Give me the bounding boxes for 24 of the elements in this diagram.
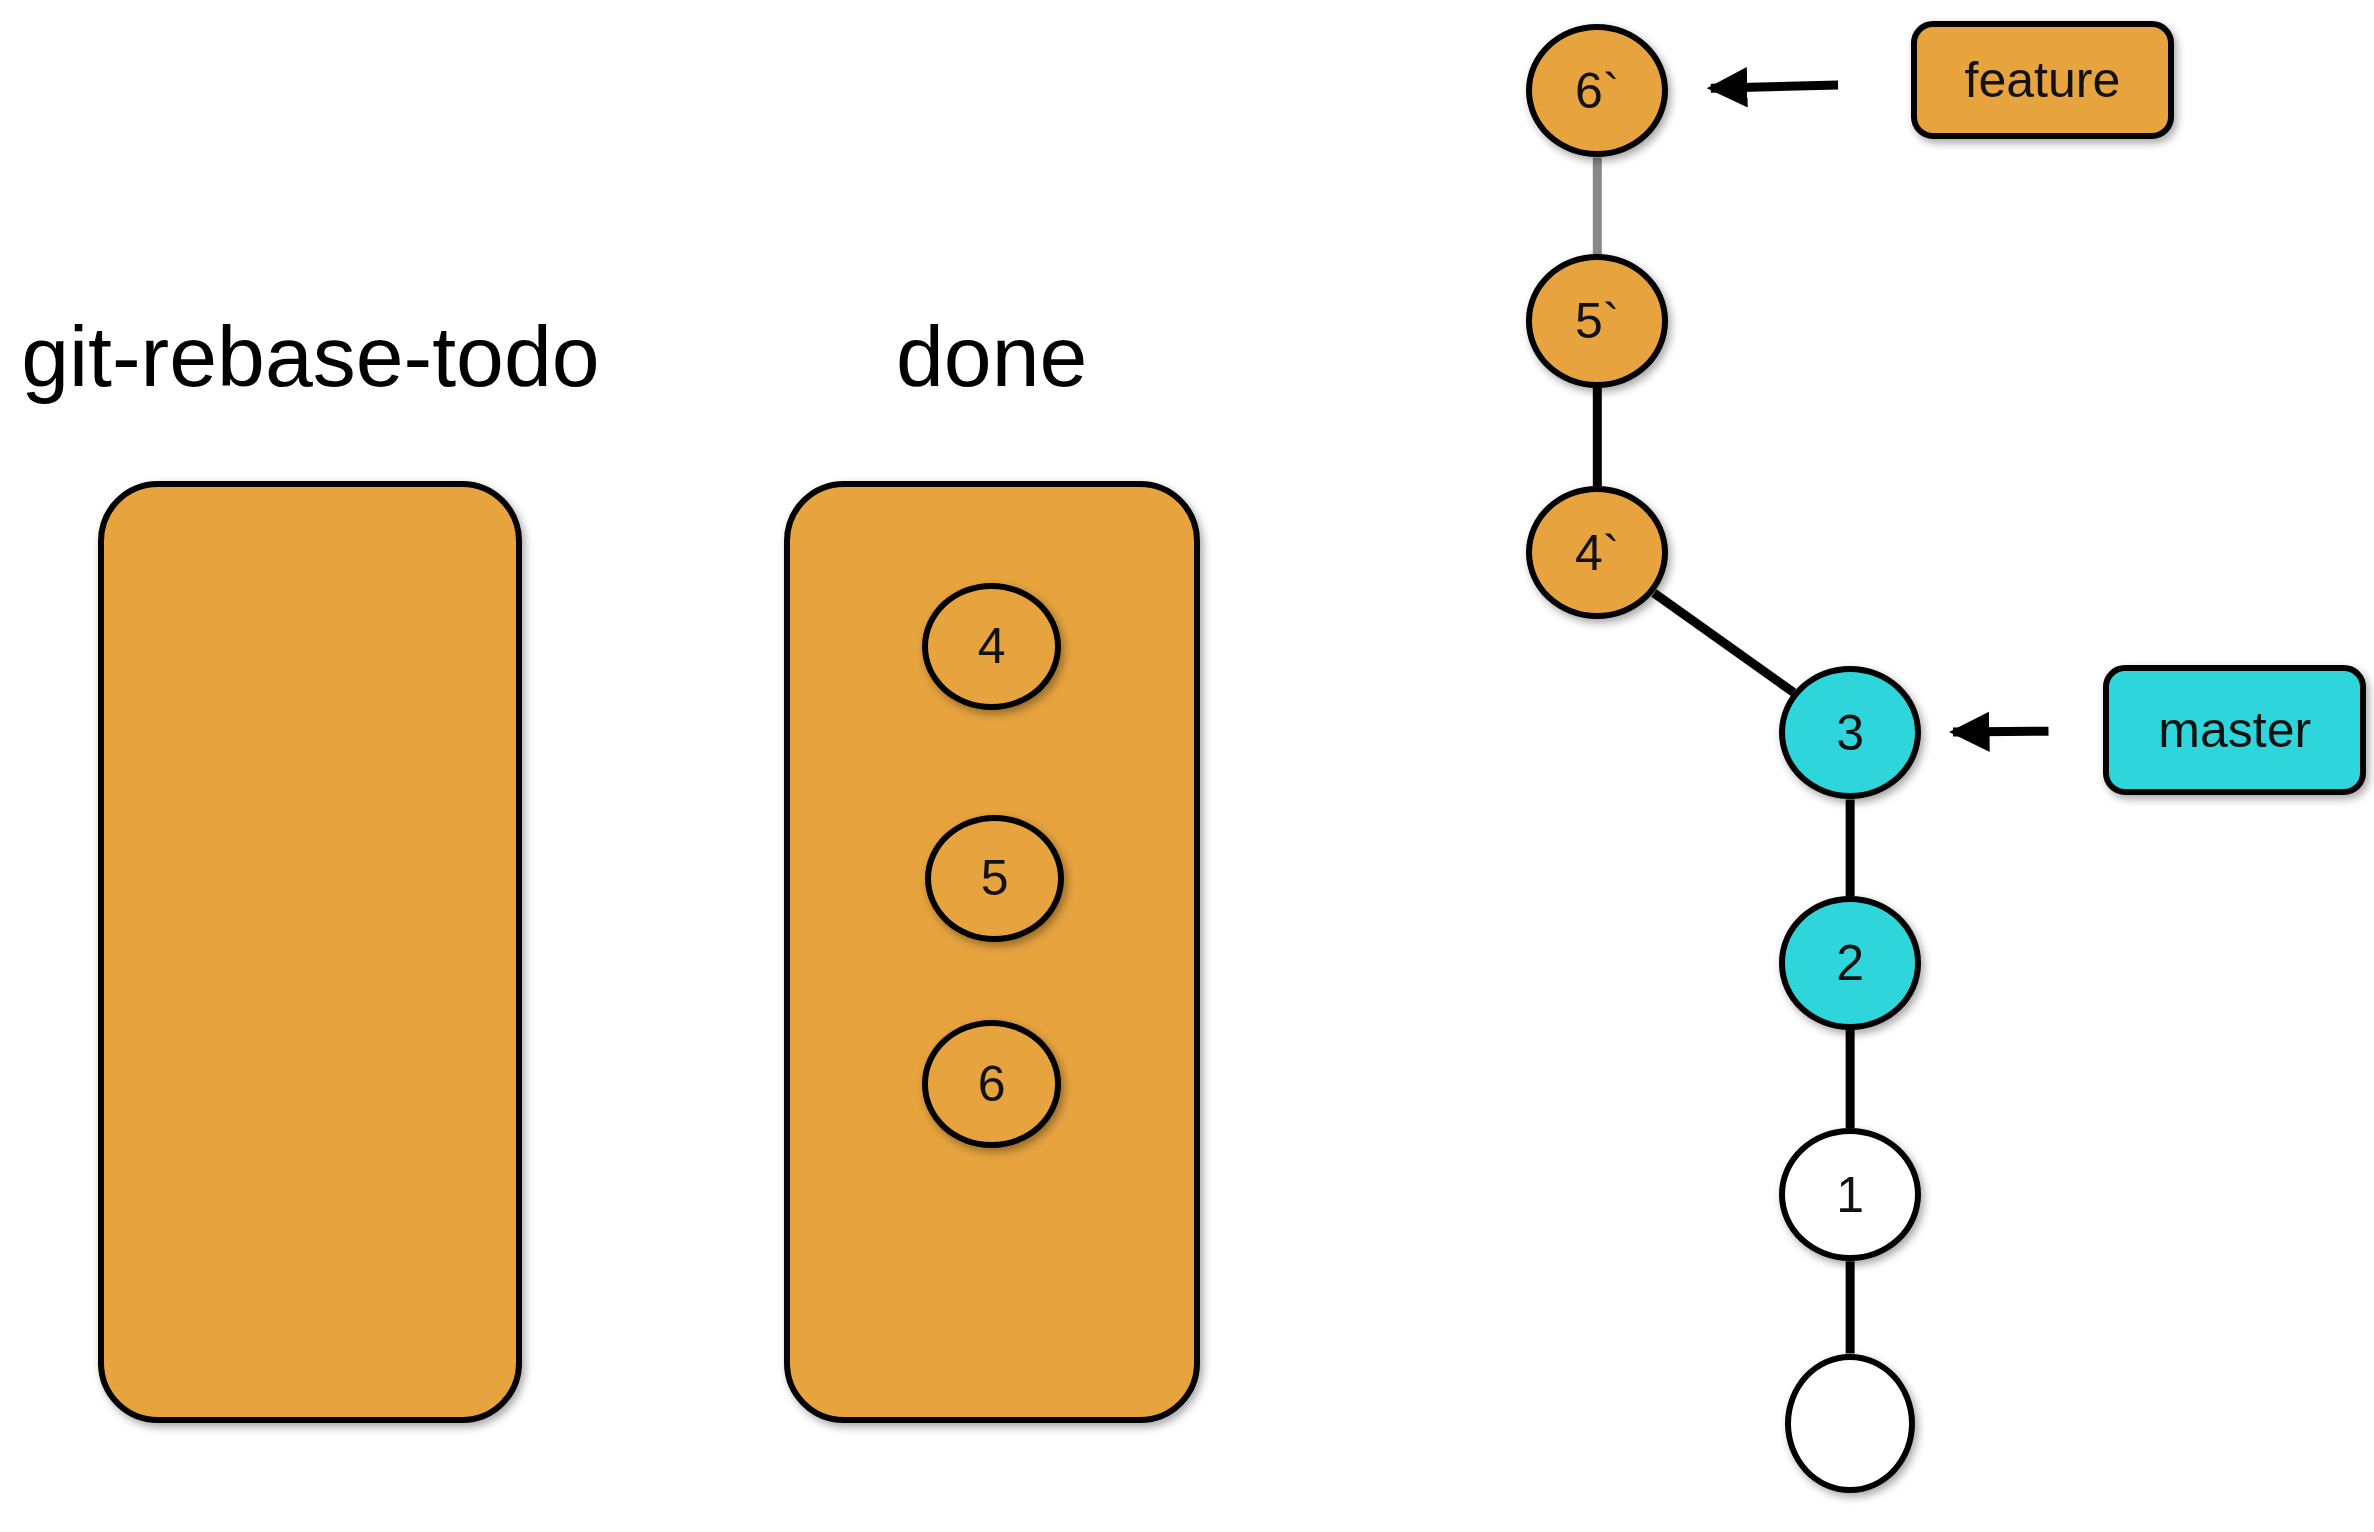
arrow bbox=[1706, 67, 1839, 108]
branch-label bbox=[1910, 21, 2175, 140]
commit-number: 6 bbox=[977, 1055, 1006, 1113]
branch-label bbox=[2103, 664, 2367, 795]
list-heading: git-rebase-todo bbox=[21, 307, 600, 407]
connector-line bbox=[1845, 1029, 1855, 1128]
commit-number: 5` bbox=[1575, 291, 1620, 350]
list-heading: done bbox=[896, 307, 1088, 407]
connector-line bbox=[1845, 799, 1855, 897]
commit-circle bbox=[1779, 666, 1922, 800]
commit-number: 4 bbox=[977, 617, 1006, 676]
connector-line bbox=[1592, 157, 1602, 255]
commit-number: 2 bbox=[1836, 933, 1865, 992]
commit-number: 3 bbox=[1836, 703, 1865, 762]
commit-number: 5 bbox=[980, 849, 1009, 908]
branch-name: feature bbox=[1964, 51, 2121, 110]
connector-line bbox=[1651, 589, 1797, 697]
commit-number: 1 bbox=[1836, 1165, 1865, 1224]
connector-line bbox=[1592, 387, 1602, 486]
branch-name: master bbox=[2158, 700, 2312, 759]
arrow bbox=[1949, 711, 2049, 752]
connector-line bbox=[1845, 1261, 1855, 1354]
commit-number: 6` bbox=[1575, 61, 1620, 120]
commit-number: 4` bbox=[1575, 523, 1620, 582]
